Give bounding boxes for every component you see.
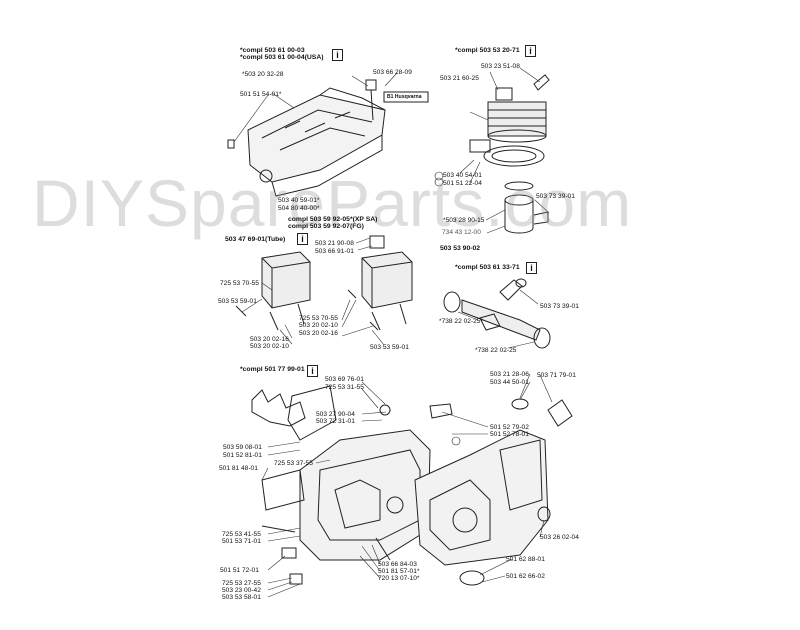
- part-label[interactable]: 503 53 58-01: [222, 594, 261, 601]
- header-crankcase: *compl 501 77 99-01: [240, 366, 305, 373]
- part-label[interactable]: 503 66 28-09: [373, 69, 412, 76]
- part-label[interactable]: 503 66 84-03: [378, 561, 417, 568]
- watermark-text: DIYSpareParts.com: [32, 166, 633, 240]
- part-label[interactable]: 503 23 51-08: [481, 63, 520, 70]
- part-label[interactable]: 503 73 39-01: [540, 303, 579, 310]
- header-tube: 503 47 69-01(Tube): [225, 236, 285, 243]
- header-line: 503 53 90-02: [440, 245, 481, 252]
- piston-drawing: [504, 181, 549, 234]
- part-label[interactable]: 734 43 12-00: [442, 229, 481, 236]
- nut-drawing: [227, 139, 235, 149]
- header-line: *compl 501 77 99-01: [240, 366, 305, 373]
- saw-spikes-drawing: [251, 385, 337, 441]
- part-label[interactable]: 503 20 02-10: [299, 322, 338, 329]
- part-label[interactable]: 503 20 02-16: [250, 336, 289, 343]
- part-label[interactable]: 725 53 41-55: [222, 531, 261, 538]
- part-label[interactable]: 503 69 76-01: [325, 376, 364, 383]
- header-line: compl 503 59 92-07(FG): [288, 223, 364, 231]
- part-label[interactable]: 501 52 81-01: [223, 452, 262, 459]
- brand-badge: B1 Husqvarna: [387, 94, 422, 100]
- plate-drawing: [261, 469, 305, 511]
- leader-lines: [233, 67, 553, 598]
- part-label[interactable]: 725 53 70-55: [299, 315, 338, 322]
- header-line: *compl 503 61 00-03: [240, 47, 305, 54]
- part-label[interactable]: 720 13 07-10*: [378, 575, 420, 582]
- part-label[interactable]: 725 53 70-55: [220, 280, 259, 287]
- screw-drawing: [365, 79, 377, 91]
- part-label[interactable]: 501 81 57-01*: [378, 568, 420, 575]
- part-label[interactable]: 503 20 02-10: [250, 343, 289, 350]
- header-line: 503 47 69-01(Tube): [225, 236, 286, 243]
- screws-drawing: [235, 289, 379, 331]
- part-label[interactable]: 501 52 78-01: [490, 431, 529, 438]
- info-icon[interactable]: i: [526, 262, 537, 274]
- header-top-cover: *compl 503 61 00-03 *compl 503 61 00-04(…: [240, 47, 324, 62]
- part-label[interactable]: *503 28 90-15: [443, 217, 485, 224]
- part-label[interactable]: 503 21 28-06: [490, 371, 529, 378]
- header-piston-kit: 503 53 90-02: [440, 245, 480, 252]
- part-label[interactable]: 503 71 79-01: [537, 372, 576, 379]
- part-label[interactable]: 503 21 90-08: [315, 240, 354, 247]
- header-line: *compl 503 61 00-04(USA): [240, 54, 324, 62]
- part-label[interactable]: 501 51 22-04: [443, 180, 482, 187]
- part-label[interactable]: 501 62 88-01: [506, 556, 545, 563]
- header-line: *compl 503 53 20-71: [455, 47, 520, 54]
- part-label[interactable]: 503 44 50-01: [490, 379, 529, 386]
- part-label[interactable]: 503 53 59-01: [218, 298, 257, 305]
- part-label[interactable]: 501 62 66-02: [506, 573, 545, 580]
- header-line: compl 503 59 92-05*(XP SA): [288, 216, 378, 223]
- bracket-drawing: [281, 547, 297, 559]
- part-label[interactable]: *738 22 02-25*: [439, 318, 483, 325]
- part-label[interactable]: 503 72 31-01: [316, 418, 355, 425]
- header-line: *compl 503 61 33-71: [455, 264, 520, 271]
- part-label[interactable]: 501 81 48-01: [219, 465, 258, 472]
- part-label[interactable]: 501 51 72-01: [220, 567, 259, 574]
- brand-code: B1: [387, 94, 394, 100]
- part-label[interactable]: 725 53 27-55: [222, 580, 261, 587]
- crankcase-left-drawing: [299, 429, 431, 561]
- part-label[interactable]: 725 53 31-55: [325, 384, 364, 391]
- part-label[interactable]: 503 26 02-04: [540, 534, 579, 541]
- part-label[interactable]: 503 21 60-25: [440, 75, 479, 82]
- part-label[interactable]: *738 22 02-25: [475, 347, 517, 354]
- info-icon[interactable]: i: [297, 233, 308, 245]
- info-icon[interactable]: i: [525, 45, 536, 57]
- brand-name: Husqvarna: [394, 94, 422, 100]
- muffler-left-drawing: [261, 251, 311, 331]
- cap-drawing: [459, 570, 485, 586]
- info-icon[interactable]: i: [307, 365, 318, 377]
- part-label[interactable]: 501 52 79-02: [490, 424, 529, 431]
- brand-badge-outline: [383, 91, 429, 103]
- header-cylinder: *compl 503 53 20-71: [455, 47, 520, 54]
- part-label[interactable]: 725 53 37-55: [274, 460, 313, 467]
- part-label[interactable]: 501 51 54-01*: [240, 91, 282, 98]
- crankcase-right-drawing: [414, 429, 549, 566]
- header-crankshaft: *compl 503 61 33-71: [455, 264, 520, 271]
- muffler-right-drawing: [361, 235, 413, 331]
- info-icon[interactable]: i: [332, 49, 343, 61]
- top-cover-drawing: [247, 87, 386, 197]
- part-label[interactable]: 503 40 59-01*: [278, 197, 320, 204]
- part-label[interactable]: 503 59 08-01: [223, 444, 262, 451]
- part-label[interactable]: 503 53 59-01: [370, 344, 409, 351]
- part-label[interactable]: 503 27 90-04: [316, 411, 355, 418]
- part-label[interactable]: 503 23 00-42: [222, 587, 261, 594]
- crankshaft-drawing: [443, 278, 551, 349]
- header-muffler-kit: compl 503 59 92-05*(XP SA) compl 503 59 …: [288, 216, 377, 231]
- part-label[interactable]: 503 20 02-16: [299, 330, 338, 337]
- part-label[interactable]: 504 80 40-00*: [278, 205, 320, 212]
- part-label[interactable]: 503 40 54-01: [443, 172, 482, 179]
- part-label[interactable]: 501 53 71-01: [222, 538, 261, 545]
- part-label[interactable]: *503 20 32-28: [242, 71, 284, 78]
- part-label[interactable]: 503 66 91-01: [315, 248, 354, 255]
- cylinder-drawing: [469, 74, 550, 167]
- part-label[interactable]: 503 73 39-01: [536, 193, 575, 200]
